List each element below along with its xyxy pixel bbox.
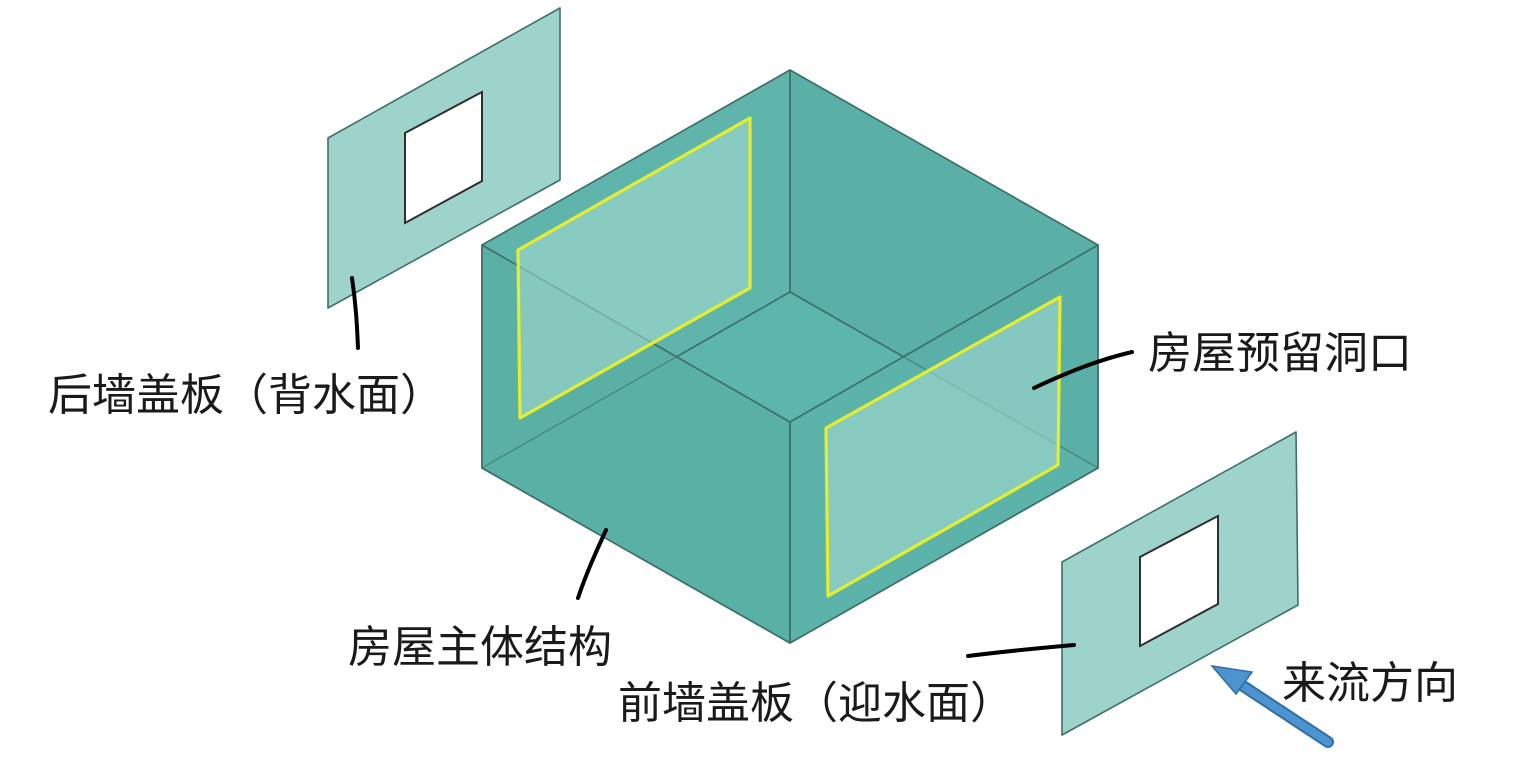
front-wall-cover-plate <box>1061 431 1299 736</box>
house-opening-front <box>824 295 1062 598</box>
house-opening-back <box>516 116 752 420</box>
leader-opening <box>1032 350 1134 390</box>
back-wall-cover-plate <box>327 7 561 309</box>
arrow-up-left-icon <box>1210 664 1334 748</box>
house-main-structure <box>481 69 1100 644</box>
front-cover-hole <box>1139 514 1219 648</box>
label-back-cover: 后墙盖板（背水面） <box>48 370 444 421</box>
leader-front-cover <box>966 643 1076 658</box>
label-main-body: 房屋主体结构 <box>348 622 612 673</box>
back-cover-hole <box>404 90 483 225</box>
leader-main-body <box>576 528 608 600</box>
leader-back-cover <box>350 276 360 350</box>
label-opening: 房屋预留洞口 <box>1148 328 1412 379</box>
label-flow-direction: 来流方向 <box>1282 658 1458 709</box>
label-front-cover: 前墙盖板（迎水面） <box>618 678 1014 729</box>
box-top-edges <box>481 69 1100 423</box>
